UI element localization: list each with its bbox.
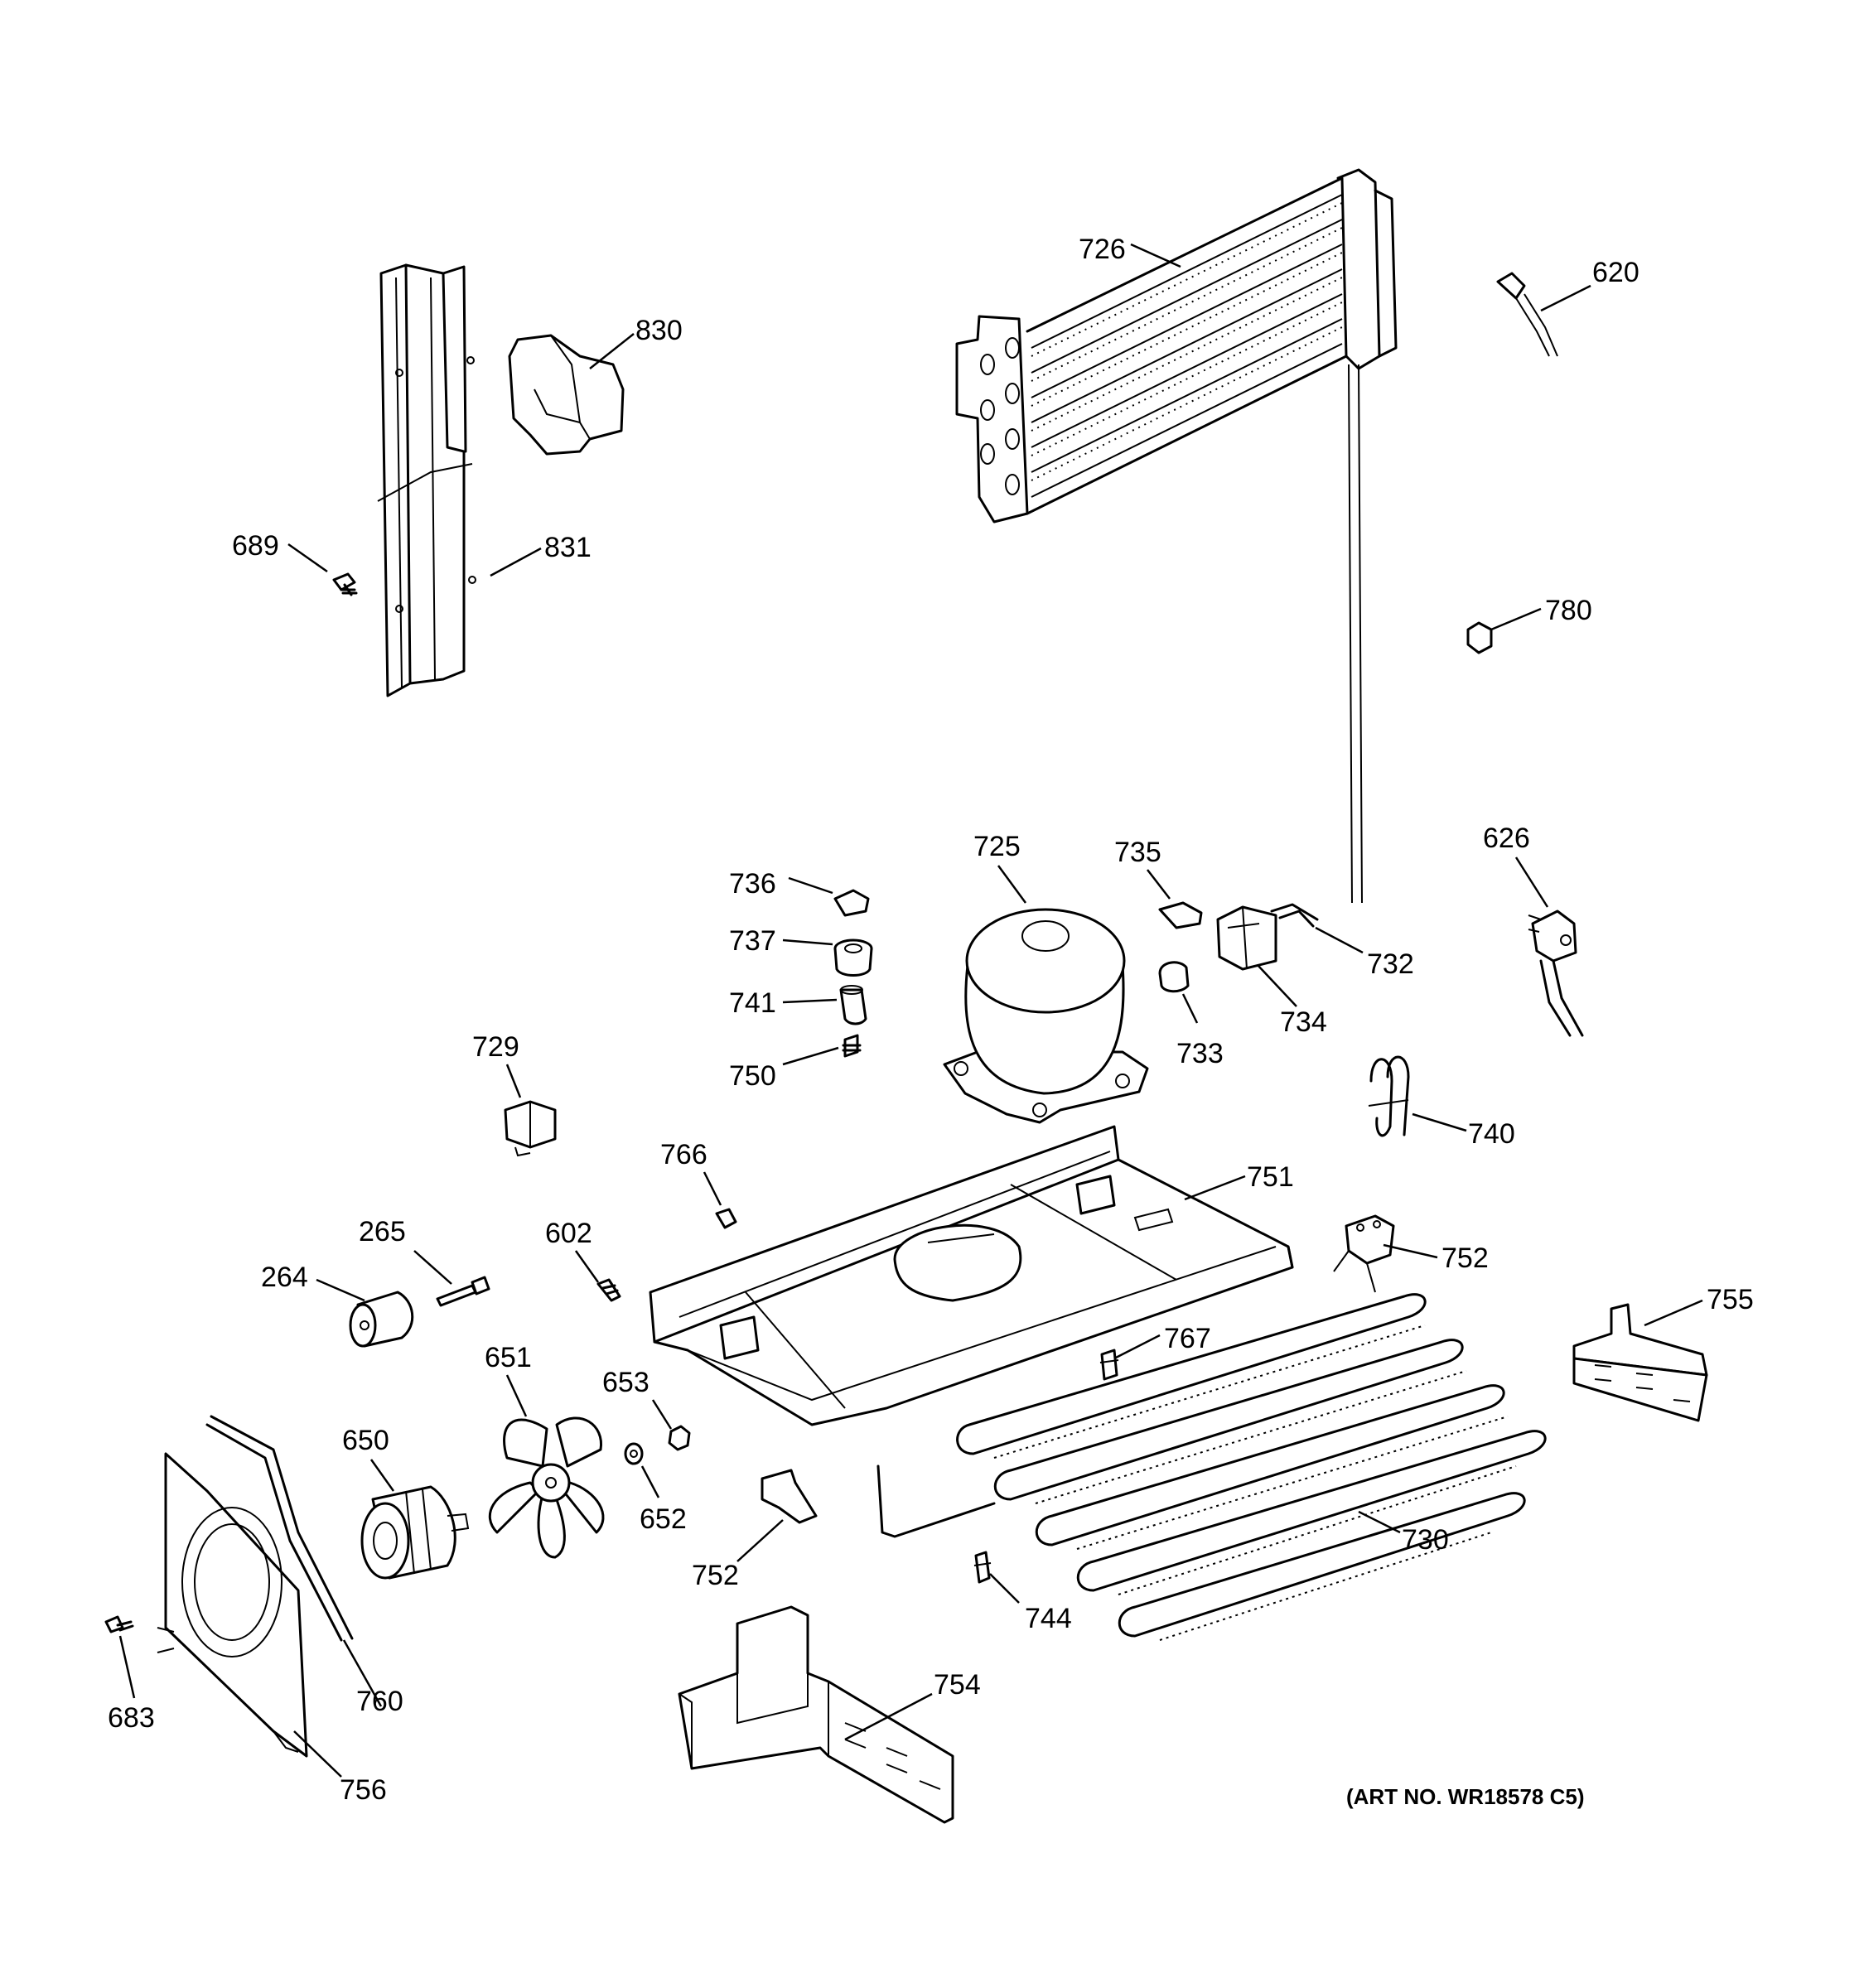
- label-602: 602: [545, 1218, 592, 1249]
- gasket-strip-760: [205, 1415, 354, 1642]
- label-732: 732: [1367, 948, 1414, 980]
- washer-652: [624, 1442, 644, 1465]
- label-733: 733: [1176, 1038, 1224, 1069]
- label-780: 780: [1545, 595, 1592, 626]
- label-683: 683: [108, 1702, 155, 1734]
- label-650: 650: [342, 1425, 389, 1456]
- label-751: 751: [1247, 1161, 1294, 1193]
- nut-653: [668, 1425, 691, 1451]
- spacer-264: [349, 1291, 414, 1348]
- label-734: 734: [1280, 1006, 1327, 1038]
- bracket-754: [678, 1605, 954, 1824]
- label-744: 744: [1025, 1603, 1072, 1634]
- bracket-channel-831: [377, 263, 476, 697]
- label-652: 652: [640, 1503, 687, 1535]
- label-755: 755: [1707, 1284, 1754, 1315]
- condenser-coil-730: [876, 1293, 1547, 1641]
- bracket-752-lower: [761, 1469, 818, 1524]
- label-735: 735: [1114, 837, 1161, 868]
- clip-744: [973, 1551, 992, 1584]
- clip-780: [1466, 621, 1493, 654]
- label-740: 740: [1468, 1118, 1515, 1150]
- label-265: 265: [359, 1216, 406, 1247]
- label-736: 736: [729, 868, 776, 900]
- compressor-725: [943, 908, 1149, 1124]
- label-626: 626: [1483, 823, 1530, 854]
- art-number: (ART NO. WR18578 C5): [1346, 1784, 1585, 1809]
- fan-motor-650: [360, 1485, 470, 1580]
- clip-736: [833, 889, 870, 917]
- evaporator-coil-726: [955, 168, 1398, 904]
- label-830: 830: [635, 315, 683, 346]
- relay-734: [1216, 905, 1277, 971]
- capacitor-729: [504, 1100, 557, 1157]
- base-plate-751: [649, 1125, 1294, 1426]
- label-651: 651: [485, 1342, 532, 1373]
- label-729: 729: [472, 1031, 519, 1063]
- screw-602: [596, 1278, 621, 1302]
- leader-lines: [118, 243, 1703, 1778]
- label-756: 756: [340, 1774, 387, 1806]
- grommet-737: [833, 939, 873, 977]
- label-760: 760: [356, 1686, 403, 1717]
- label-264: 264: [261, 1262, 308, 1293]
- label-653: 653: [602, 1367, 650, 1398]
- label-620: 620: [1592, 257, 1639, 288]
- label-725: 725: [973, 831, 1021, 862]
- label-730: 730: [1402, 1524, 1449, 1556]
- clip-732: [1270, 903, 1319, 928]
- cover-735: [1158, 901, 1203, 929]
- power-cord-626: [1528, 910, 1584, 1037]
- overload-733: [1158, 961, 1190, 993]
- grommet-620: [1496, 272, 1558, 357]
- fan-shroud-756: [157, 1452, 308, 1758]
- label-831: 831: [544, 532, 592, 563]
- label-752b: 752: [692, 1560, 739, 1591]
- insulator-block-830: [508, 334, 625, 456]
- screw-683: [104, 1615, 134, 1633]
- fan-blade-651: [488, 1416, 605, 1559]
- screw-689: [332, 572, 358, 596]
- part-labels: 726 620 830 689 831 780 626 725 735 736 …: [108, 234, 1754, 1806]
- label-741: 741: [729, 987, 776, 1019]
- bracket-755: [1572, 1303, 1708, 1422]
- screw-265: [436, 1276, 490, 1307]
- clip-740: [1368, 1055, 1410, 1137]
- label-689: 689: [232, 530, 279, 562]
- label-766: 766: [660, 1139, 707, 1170]
- clip-766: [715, 1208, 737, 1229]
- label-737: 737: [729, 925, 776, 957]
- bracket-752-upper: [1333, 1214, 1395, 1293]
- clip-767: [1099, 1349, 1119, 1381]
- label-726: 726: [1079, 234, 1126, 265]
- label-752a: 752: [1441, 1242, 1489, 1274]
- label-750: 750: [729, 1060, 776, 1092]
- label-754: 754: [934, 1669, 981, 1701]
- label-767: 767: [1164, 1323, 1211, 1354]
- screw-750: [842, 1034, 862, 1058]
- sleeve-741: [839, 985, 867, 1025]
